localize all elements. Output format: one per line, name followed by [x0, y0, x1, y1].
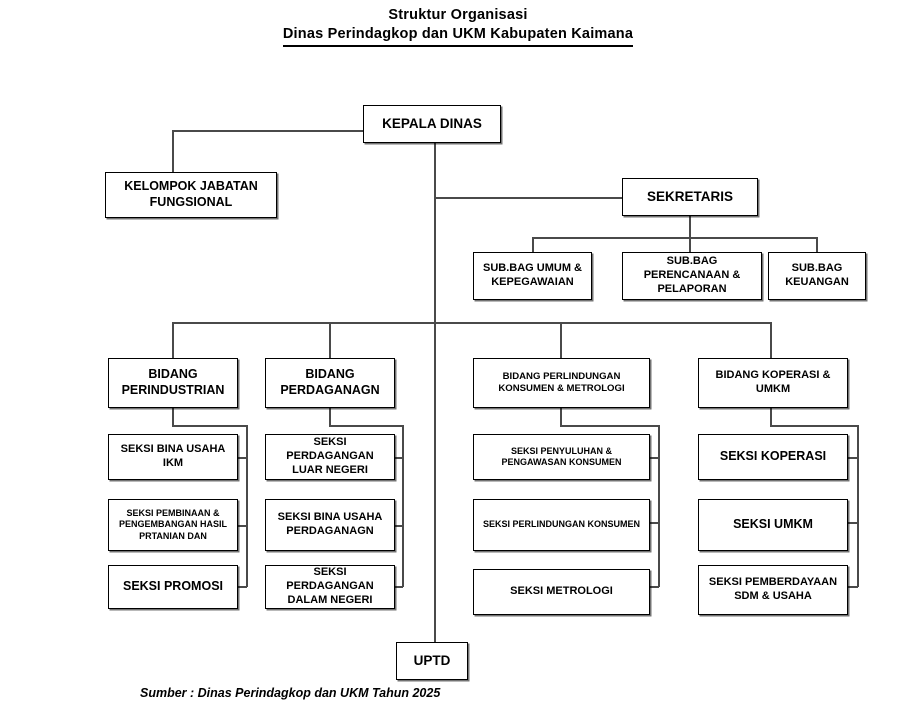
- node-bidang-perlindungan-konsumen-metrologi[interactable]: BIDANG PERLINDUNGAN KONSUMEN & METROLOGI: [473, 358, 650, 408]
- connector-subbag-bus: [532, 237, 817, 239]
- node-bidang-koperasi-umkm-label: BIDANG KOPERASI & UMKM: [715, 369, 831, 395]
- node-seksi-umkm[interactable]: SEKSI UMKM: [698, 499, 848, 551]
- node-seksi-promosi-label: SEKSI PROMOSI: [122, 579, 224, 594]
- node-seksi-bina-usaha-ikm-label: SEKSI BINA USAHA IKM: [120, 443, 226, 469]
- connector-bidang-perindustrian-drop: [172, 322, 174, 358]
- connector-col3-stub-1: [650, 457, 659, 459]
- node-seksi-pemberdayaan-sdm-usaha[interactable]: SEKSI PEMBERDAYAAN SDM & USAHA: [698, 565, 848, 615]
- node-seksi-penyuluhan-pengawasan-konsumen-label: SEKSI PENYULUHAN & PENGAWASAN KONSUMEN: [501, 445, 622, 467]
- connector-col3-rail: [658, 425, 660, 587]
- node-seksi-perlindungan-konsumen-label: SEKSI PERLINDUNGAN KONSUMEN: [482, 519, 640, 530]
- connector-col3-stub-2: [650, 522, 659, 524]
- node-bidang-perdaganagn[interactable]: BIDANG PERDAGANAGN: [265, 358, 395, 408]
- connector-bidang-koperasi-drop: [770, 322, 772, 358]
- node-bidang-perdaganagn-label: BIDANG PERDAGANAGN: [280, 367, 380, 397]
- connector-col3-stub-3: [650, 586, 659, 588]
- node-subbag-perencanaan-pelaporan[interactable]: SUB.BAG PERENCANAAN & PELAPORAN: [622, 252, 762, 300]
- connector-col1-stem-right: [172, 425, 247, 427]
- node-seksi-perdagangan-luar-negeri-label: SEKSI PERDAGANGAN LUAR NEGERI: [286, 436, 374, 476]
- connector-subbag-umum-drop: [532, 237, 534, 252]
- connector-col1-stub-1: [238, 457, 247, 459]
- node-seksi-bina-usaha-ikm[interactable]: SEKSI BINA USAHA IKM: [108, 434, 238, 480]
- connector-col2-stem-right: [329, 425, 403, 427]
- node-seksi-penyuluhan-pengawasan-konsumen[interactable]: SEKSI PENYULUHAN & PENGAWASAN KONSUMEN: [473, 434, 650, 480]
- connector-col2-stub-3: [394, 586, 403, 588]
- connector-col1-stub-3: [238, 586, 247, 588]
- node-bidang-perlindungan-konsumen-metrologi-label: BIDANG PERLINDUNGAN KONSUMEN & METROLOGI: [498, 371, 625, 394]
- node-seksi-pemberdayaan-sdm-usaha-label: SEKSI PEMBERDAYAAN SDM & USAHA: [708, 576, 838, 602]
- connector-bidang-bus: [172, 322, 771, 324]
- connector-col4-stem: [770, 408, 772, 426]
- connector-kepala-to-kelompok-horizontal: [172, 130, 364, 132]
- connector-col1-stub-2: [238, 525, 247, 527]
- node-seksi-perdagangan-dalam-negeri[interactable]: SEKSI PERDAGANGAN DALAM NEGERI: [265, 565, 395, 609]
- node-kelompok-jabatan-fungsional[interactable]: KELOMPOK JABATAN FUNGSIONAL: [105, 172, 277, 218]
- node-bidang-koperasi-umkm[interactable]: BIDANG KOPERASI & UMKM: [698, 358, 848, 408]
- node-kepala-dinas[interactable]: KEPALA DINAS: [363, 105, 501, 143]
- connector-subbag-perencanaan-drop: [689, 237, 691, 252]
- page-title: Struktur Organisasi Dinas Perindagkop da…: [0, 6, 916, 47]
- node-seksi-perlindungan-konsumen[interactable]: SEKSI PERLINDUNGAN KONSUMEN: [473, 499, 650, 551]
- connector-col4-stub-1: [848, 457, 858, 459]
- node-seksi-perdagangan-luar-negeri[interactable]: SEKSI PERDAGANGAN LUAR NEGERI: [265, 434, 395, 480]
- connector-col4-stub-3: [848, 586, 858, 588]
- source-caption: Sumber : Dinas Perindagkop dan UKM Tahun…: [140, 686, 441, 700]
- connector-sekretaris-drop: [689, 216, 691, 238]
- connector-bidang-perdaganagn-drop: [329, 322, 331, 358]
- title-line-1: Struktur Organisasi: [388, 7, 528, 23]
- node-bidang-perindustrian[interactable]: BIDANG PERINDUSTRIAN: [108, 358, 238, 408]
- node-seksi-bina-usaha-perdaganagn[interactable]: SEKSI BINA USAHA PERDAGANAGN: [265, 499, 395, 551]
- node-seksi-koperasi-label: SEKSI KOPERASI: [719, 449, 827, 464]
- node-seksi-koperasi[interactable]: SEKSI KOPERASI: [698, 434, 848, 480]
- node-subbag-perencanaan-pelaporan-label: SUB.BAG PERENCANAAN & PELAPORAN: [643, 255, 741, 295]
- node-seksi-metrologi-label: SEKSI METROLOGI: [510, 585, 613, 598]
- node-sekretaris-label: SEKRETARIS: [646, 188, 733, 204]
- connector-col4-stem-right: [770, 425, 858, 427]
- node-subbag-keuangan[interactable]: SUB.BAG KEUANGAN: [768, 252, 866, 300]
- connector-bidang-perlindungan-drop: [560, 322, 562, 358]
- node-uptd[interactable]: UPTD: [396, 642, 468, 680]
- connector-col4-rail: [857, 425, 859, 587]
- connector-col3-stem: [560, 408, 562, 426]
- connector-main-spine: [434, 143, 436, 642]
- node-sekretaris[interactable]: SEKRETARIS: [622, 178, 758, 216]
- node-seksi-metrologi[interactable]: SEKSI METROLOGI: [473, 569, 650, 615]
- connector-col2-rail: [402, 425, 404, 587]
- node-subbag-umum-kepegawaian[interactable]: SUB.BAG UMUM & KEPEGAWAIAN: [473, 252, 592, 300]
- connector-col1-rail: [246, 425, 248, 587]
- node-kelompok-jabatan-fungsional-label: KELOMPOK JABATAN FUNGSIONAL: [124, 179, 258, 209]
- node-uptd-label: UPTD: [413, 652, 451, 668]
- node-seksi-pembinaan-pengembangan-label: SEKSI PEMBINAAN & PENGEMBANGAN HASIL PRT…: [118, 508, 227, 541]
- connector-col4-stub-2: [848, 522, 858, 524]
- node-seksi-bina-usaha-perdaganagn-label: SEKSI BINA USAHA PERDAGANAGN: [277, 511, 383, 537]
- node-bidang-perindustrian-label: BIDANG PERINDUSTRIAN: [121, 367, 225, 397]
- title-line-2: Dinas Perindagkop dan UKM Kabupaten Kaim…: [282, 25, 634, 47]
- connector-col2-stub-2: [394, 525, 403, 527]
- node-subbag-keuangan-label: SUB.BAG KEUANGAN: [785, 262, 849, 288]
- node-seksi-pembinaan-pengembangan[interactable]: SEKSI PEMBINAAN & PENGEMBANGAN HASIL PRT…: [108, 499, 238, 551]
- node-kepala-dinas-label: KEPALA DINAS: [382, 115, 482, 131]
- node-subbag-umum-kepegawaian-label: SUB.BAG UMUM & KEPEGAWAIAN: [483, 262, 582, 288]
- connector-kelompok-drop: [172, 130, 174, 172]
- connector-col1-stem: [172, 408, 174, 426]
- node-seksi-umkm-label: SEKSI UMKM: [733, 517, 813, 532]
- node-seksi-perdagangan-dalam-negeri-label: SEKSI PERDAGANGAN DALAM NEGERI: [286, 566, 374, 606]
- connector-col2-stub-1: [394, 457, 403, 459]
- connector-col2-stem: [329, 408, 331, 426]
- connector-subbag-keuangan-drop: [816, 237, 818, 252]
- connector-spine-to-sekretaris: [434, 197, 622, 199]
- node-seksi-promosi[interactable]: SEKSI PROMOSI: [108, 565, 238, 609]
- connector-col3-stem-right: [560, 425, 659, 427]
